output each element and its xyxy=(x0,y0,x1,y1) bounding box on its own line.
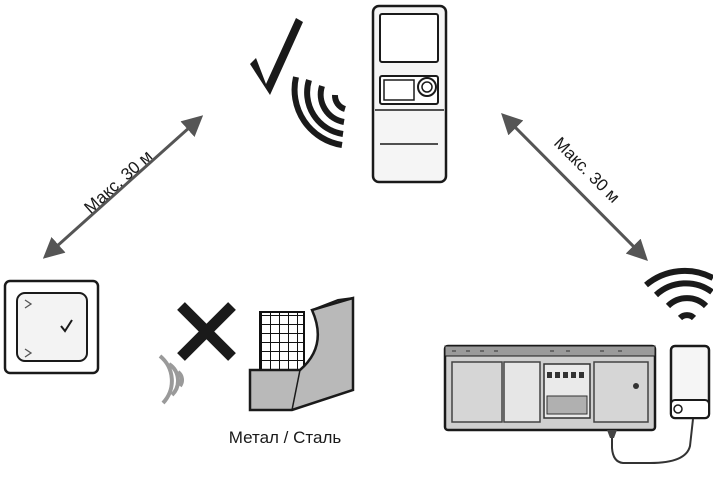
metal-wall-obstacle xyxy=(248,296,355,412)
antenna-led-icon xyxy=(673,404,683,414)
control-module-device xyxy=(443,344,657,432)
module-status-icon xyxy=(633,383,639,389)
antenna-unit-device xyxy=(607,344,711,464)
check-mark-icon xyxy=(250,18,303,95)
controller-knob-icon xyxy=(417,77,437,97)
left-distance-label: Макс. 30 м xyxy=(80,147,156,218)
central-controller-device xyxy=(371,4,448,184)
thermostat-down-icon xyxy=(24,348,33,358)
blocked-cross-icon xyxy=(177,302,236,361)
room-thermostat-device xyxy=(3,279,100,375)
module-signal-icon xyxy=(644,267,713,321)
metal-mesh xyxy=(259,311,305,375)
thermostat-up-icon xyxy=(24,299,33,309)
weak-signal-icon xyxy=(158,354,184,405)
right-distance-label: Макс. 30 м xyxy=(550,133,623,206)
left-distance-arrow xyxy=(42,115,204,259)
controller-display xyxy=(379,13,439,63)
obstacle-label: Метал / Сталь xyxy=(229,428,342,447)
wall-front xyxy=(248,296,355,412)
thermostat-check-icon xyxy=(60,319,73,333)
antenna-cable xyxy=(611,418,694,464)
controller-signal-icon xyxy=(291,76,347,148)
right-distance-arrow xyxy=(501,113,648,261)
